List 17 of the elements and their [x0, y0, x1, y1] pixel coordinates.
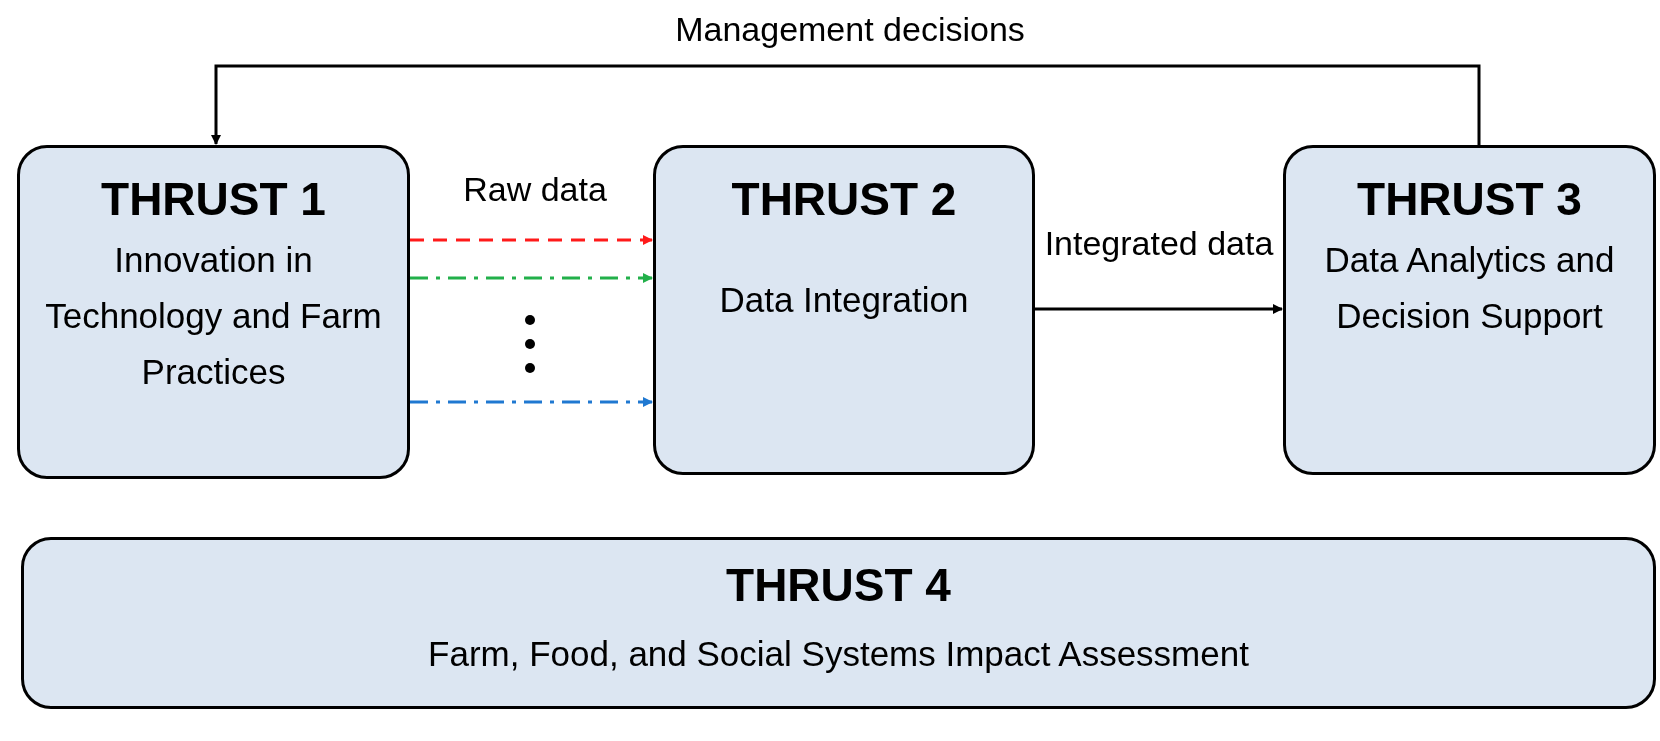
- box-description: Data Analytics and Decision Support: [1323, 239, 1616, 337]
- box-description: Farm, Food, and Social Systems Impact Assessment: [428, 633, 1249, 675]
- box-heading: THRUST 3: [1357, 172, 1582, 226]
- process-box: [17, 145, 410, 479]
- process-box: [1283, 145, 1656, 475]
- box-heading: THRUST 4: [726, 558, 951, 612]
- process-box: [653, 145, 1035, 475]
- process-box: [21, 537, 1656, 709]
- box-heading: THRUST 2: [731, 172, 957, 226]
- box-description: Data Integration: [719, 279, 969, 321]
- arrow: [410, 397, 653, 407]
- arrow: [211, 64, 1481, 145]
- box-description: Innovation in Technology and Farm Practices: [44, 239, 383, 393]
- box-heading: THRUST 1: [101, 172, 326, 226]
- arrow: [410, 235, 653, 245]
- arrow: [410, 273, 653, 283]
- arrow: [1035, 304, 1283, 314]
